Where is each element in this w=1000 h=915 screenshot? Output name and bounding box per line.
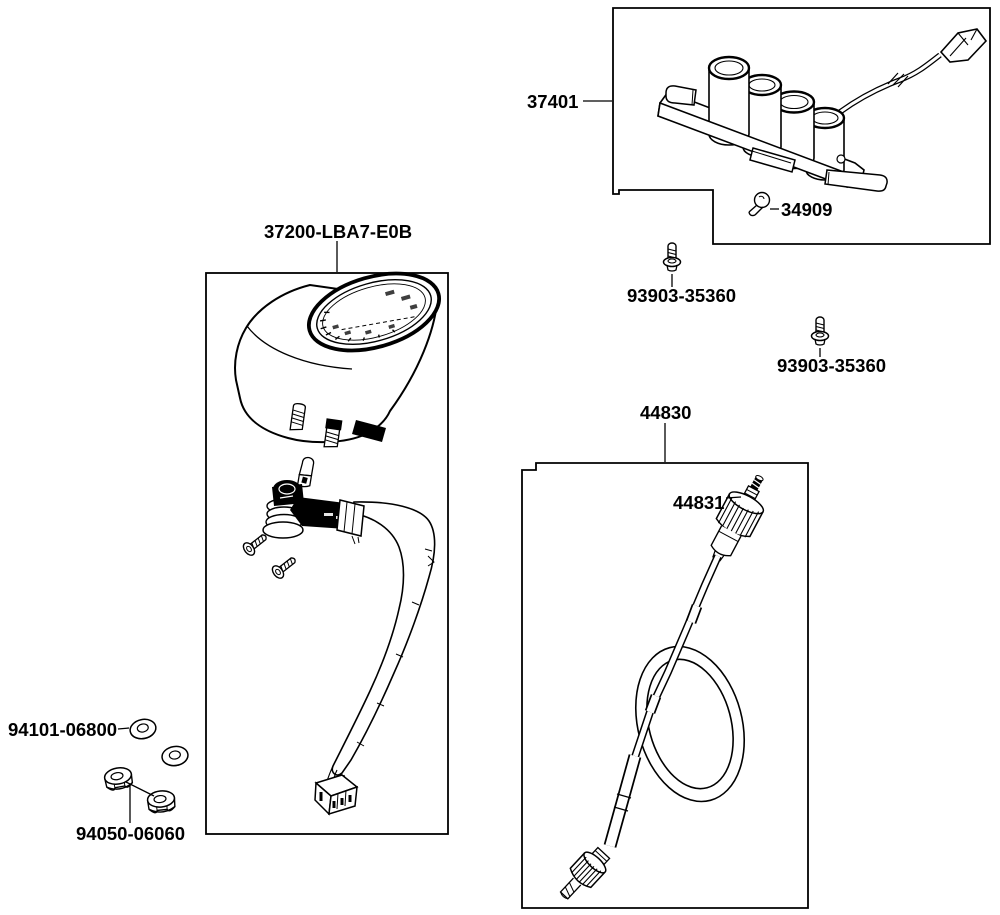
cable-part-number: 44830 [640, 402, 691, 423]
washer-nut-group: 94101-06800 94050-06060 [8, 718, 189, 844]
cable-box [521, 462, 809, 909]
gauge-stud-right [323, 418, 343, 448]
washer-part-number: 94101-06800 [8, 719, 117, 740]
bracket-left-tab [665, 85, 697, 106]
screw-lower-group: 93903-35360 [777, 316, 886, 376]
leader-washer [117, 727, 130, 730]
wire-tape-marks [887, 72, 909, 88]
bulb-drawing [748, 191, 771, 217]
socket-connector [336, 499, 365, 537]
nut-1 [103, 767, 134, 791]
indicator-panel-group: 34909 37401 [527, 7, 991, 245]
cable-run [603, 554, 722, 848]
harness-connector [314, 765, 359, 816]
cable-upper-end [710, 475, 765, 562]
meter-bulb [296, 456, 315, 488]
screw-upper-group: 93903-35360 [627, 242, 736, 306]
dial-tick-marks [319, 311, 396, 342]
nut-2 [146, 790, 176, 814]
leader-cable-joint [725, 496, 742, 499]
dial-needle [341, 315, 417, 331]
bulb-part-number: 34909 [781, 199, 832, 220]
screw-upper-part-number: 93903-35360 [627, 285, 736, 306]
cable-lower-end [559, 846, 611, 900]
bracket-pin [836, 154, 846, 164]
gauge-knob [352, 420, 386, 442]
speedometer-box [205, 272, 449, 835]
cable-joint-part-number: 44831 [673, 492, 724, 513]
washer-2 [161, 745, 189, 767]
dial-numeral-smudges [332, 289, 418, 336]
cable-loop [634, 645, 746, 803]
gauge-stud-left [289, 402, 306, 431]
wire-harness [331, 501, 436, 776]
socket-screw-2 [271, 557, 296, 579]
gauge-drawing [234, 271, 442, 448]
screw-lower-part-number: 93903-35360 [777, 355, 886, 376]
indicator-panel-box [612, 7, 991, 245]
bracket-right-tab [824, 169, 888, 192]
leader-nut-diagonal [125, 781, 155, 797]
cable-group: 44830 44831 [521, 402, 809, 909]
nut-part-number: 94050-06060 [76, 823, 185, 844]
speedometer-part-number: 37200-LBA7-E0B [264, 221, 412, 242]
washer-1 [129, 718, 157, 740]
wire-connector [939, 28, 988, 63]
cable-socket [262, 480, 365, 545]
speedometer-group: 37200-LBA7-E0B [205, 221, 449, 835]
indicator-panel-part-number: 37401 [527, 91, 578, 112]
socket-screw-1 [242, 534, 267, 556]
